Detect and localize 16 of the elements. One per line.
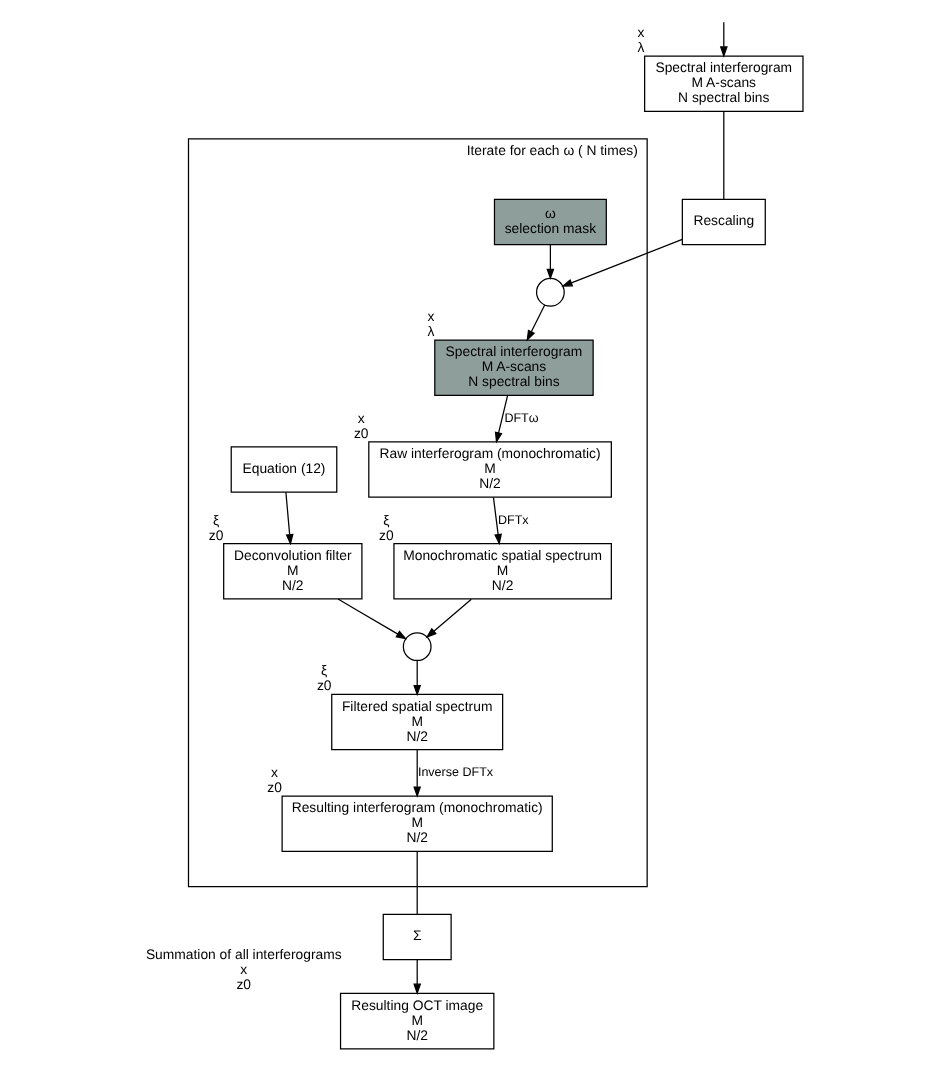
node-circle [534, 277, 564, 307]
arrow [560, 238, 682, 287]
arrow [525, 304, 545, 342]
connector [722, 110, 724, 200]
arrow [424, 598, 471, 639]
arrow [412, 749, 421, 798]
arrow [493, 394, 508, 444]
arrow [412, 660, 421, 697]
arrow [336, 598, 407, 640]
arrow [491, 496, 501, 546]
connector [415, 851, 417, 915]
node-circle [401, 632, 431, 662]
arrow [412, 959, 421, 995]
arrow [284, 491, 293, 546]
arrow [545, 244, 554, 281]
arrow [718, 21, 727, 58]
